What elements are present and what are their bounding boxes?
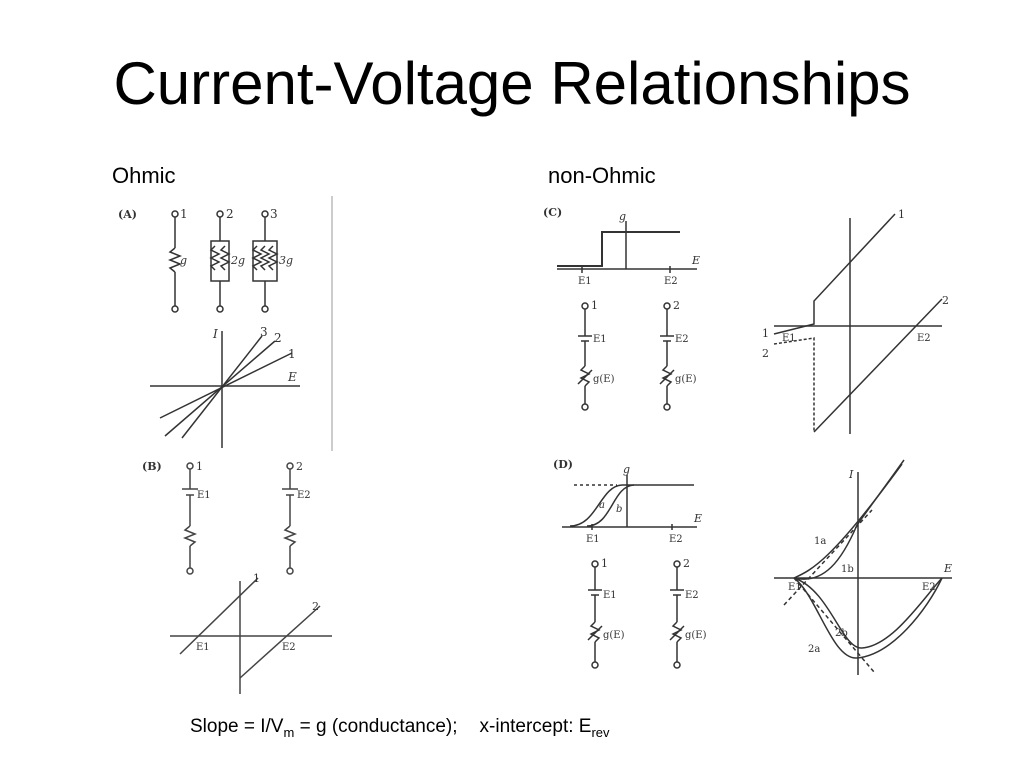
curve-b-label: b	[616, 504, 622, 515]
panel-a-tag: (A)	[118, 208, 137, 221]
iv-curve-1a	[793, 463, 903, 579]
e1-tick-label: E1	[586, 534, 600, 545]
battery-e1-label: E1	[593, 334, 607, 345]
battery-e1-label: E1	[197, 490, 211, 501]
panel-c-non-ohmic-diagram: (C) g E E1 E2 1 2 E1 E2 g(E) g(E)	[543, 206, 949, 434]
sigmoid-curve-b	[586, 484, 635, 527]
sigmoid-curve-a	[569, 484, 694, 527]
conductance-sigmoid-plot	[562, 475, 697, 530]
panel-d-non-ohmic-diagram: (D) g E a b E1 E2 1 2 E1 E2 g(E) g(E)	[553, 458, 952, 675]
intercept-e2-label: E2	[282, 642, 296, 653]
e-axis-label: E	[691, 254, 700, 267]
curve-a-label: a	[599, 500, 605, 511]
channel-2-number: 2	[683, 557, 690, 570]
panel-d-tag: (D)	[553, 458, 573, 471]
left-curve-1-label: 1	[762, 327, 769, 340]
channel-1-gE-label: g(E)	[603, 630, 625, 641]
curve-1b-label: 1b	[841, 564, 854, 575]
slope-text: Slope = I/V	[190, 716, 284, 737]
battery-e2-label: E2	[685, 590, 699, 601]
iv-e2-label: E2	[922, 582, 936, 593]
e2-tick-label: E2	[669, 534, 683, 545]
left-curve-2-label: 2	[762, 347, 769, 360]
battery-e2-label: E2	[675, 334, 689, 345]
channel-2-battery-circuit	[282, 462, 298, 575]
iv-line-3-label: 3	[260, 325, 268, 339]
slope-subscript: m	[283, 724, 295, 740]
non-ohmic-label: non-Ohmic	[548, 163, 656, 188]
channel-3-circuit	[251, 210, 279, 313]
panel-b-ohmic-diagram: (B) 1 E1 2 E2 E1 E2 1 2	[142, 460, 332, 694]
iv-e2-label: E2	[917, 333, 931, 344]
conductance-3g-label: 3g	[279, 254, 293, 267]
e1-tick-label: E1	[578, 276, 592, 287]
e-axis-label-iv: E	[943, 562, 952, 575]
iv-line-2	[239, 605, 321, 679]
channel-2-number: 2	[296, 460, 303, 473]
g-axis-label: g	[619, 210, 626, 223]
conductance-g-label: g	[180, 254, 187, 267]
e-axis-label: E	[693, 512, 702, 525]
channel-1-number: 1	[196, 460, 203, 473]
channel-1-number: 1	[601, 557, 608, 570]
channel-1-battery-circuit	[182, 462, 198, 575]
iv-curve-2-label: 2	[942, 294, 949, 307]
channel-1-number: 1	[591, 299, 598, 312]
ohmic-label: Ohmic	[112, 163, 176, 188]
slope-caption: Slope = I/Vm = g (conductance); x-interce…	[190, 716, 610, 740]
channel-3-number: 3	[270, 207, 278, 221]
slope-text-suffix: = g (conductance);	[294, 716, 458, 737]
channel-2-gE-label: g(E)	[675, 374, 697, 385]
curve-2a-label: 2a	[808, 644, 820, 655]
iv-curve-1	[773, 213, 896, 335]
conductance-2g-label: 2g	[230, 254, 245, 267]
iv-curve-2a	[793, 577, 943, 659]
intercept-subscript: rev	[591, 724, 610, 740]
panel-a-ohmic-diagram: (A) 1 g 2 2g 3 3g I E	[118, 196, 333, 451]
channel-2-gE-label: g(E)	[685, 630, 707, 641]
ohmic-iv-plot	[150, 331, 300, 448]
channel-1-number: 1	[180, 207, 188, 221]
channel-circuits	[587, 560, 685, 669]
iv-curve-2	[813, 298, 943, 433]
iv-curve-2-dashed	[773, 337, 815, 432]
iv-line-1	[159, 352, 293, 419]
intercept-text: x-intercept: E	[479, 716, 592, 737]
panel-b-tag: (B)	[142, 460, 162, 473]
iv-line-1	[179, 577, 259, 655]
axis-e-label: E	[287, 370, 297, 384]
channel-circuits	[577, 302, 675, 411]
iv-line-1-label: 1	[288, 347, 296, 361]
panel-c-tag: (C)	[543, 206, 562, 219]
iv-curve-2b	[793, 577, 943, 649]
channel-2-number: 2	[673, 299, 680, 312]
iv-line-1-label: 1	[253, 572, 260, 585]
g-axis-label: g	[623, 463, 630, 476]
curve-1a-label: 1a	[814, 536, 826, 547]
curve-2b-label: 2b	[835, 628, 848, 639]
iv-e1-label: E1	[788, 582, 802, 593]
channel-2-number: 2	[226, 207, 234, 221]
nonlinear-iv-plot	[774, 459, 952, 675]
i-axis-label: I	[848, 468, 854, 481]
slide-title: Current-Voltage Relationships	[113, 50, 911, 117]
conductance-step-plot	[557, 221, 697, 273]
rectifying-iv-plot	[773, 213, 943, 434]
iv-line-3	[181, 335, 263, 439]
channel-1-gE-label: g(E)	[593, 374, 615, 385]
shifted-iv-plot	[170, 577, 332, 694]
iv-e1-label: E1	[782, 333, 796, 344]
battery-e1-label: E1	[603, 590, 617, 601]
iv-line-2-label: 2	[312, 600, 319, 613]
channel-1-circuit	[167, 210, 183, 313]
iv-curve-1-label: 1	[898, 208, 905, 221]
battery-e2-label: E2	[297, 490, 311, 501]
intercept-e1-label: E1	[196, 642, 210, 653]
axis-i-label: I	[212, 327, 218, 341]
iv-curve-1b	[793, 459, 905, 580]
iv-line-2-label: 2	[274, 331, 282, 345]
channel-2-circuit	[209, 210, 231, 313]
e2-tick-label: E2	[664, 276, 678, 287]
